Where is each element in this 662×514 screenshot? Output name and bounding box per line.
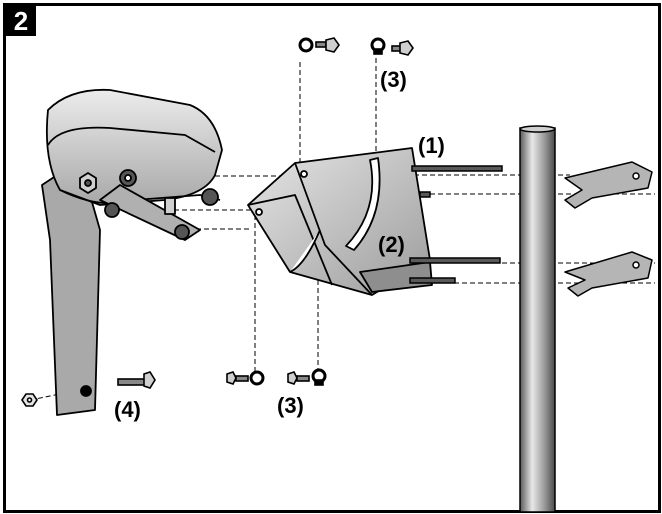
hardware-bottom-bolt-washer [226, 370, 265, 386]
callout-4: (4) [114, 397, 141, 422]
mounting-bracket [247, 147, 433, 296]
threaded-rods [409, 165, 503, 284]
mast-pole [519, 125, 556, 513]
hardware-top-lock-bolt [370, 37, 414, 56]
hardware-top-washer-nut [298, 37, 340, 53]
callout-3-bottom: (3) [277, 393, 304, 418]
hardware-arm-bolt [117, 371, 156, 389]
antenna-arm-assembly [41, 88, 223, 416]
step-number-badge: 2 [6, 6, 36, 36]
hardware-arm-nut [21, 393, 38, 407]
callout-1: (1) [418, 133, 445, 158]
pole-clamp-upper [564, 161, 653, 209]
pole-clamp-lower [564, 251, 653, 297]
hardware-bottom-bolt-lock [287, 368, 327, 386]
callout-3-top: (3) [380, 67, 407, 92]
callout-2: (2) [378, 232, 405, 257]
